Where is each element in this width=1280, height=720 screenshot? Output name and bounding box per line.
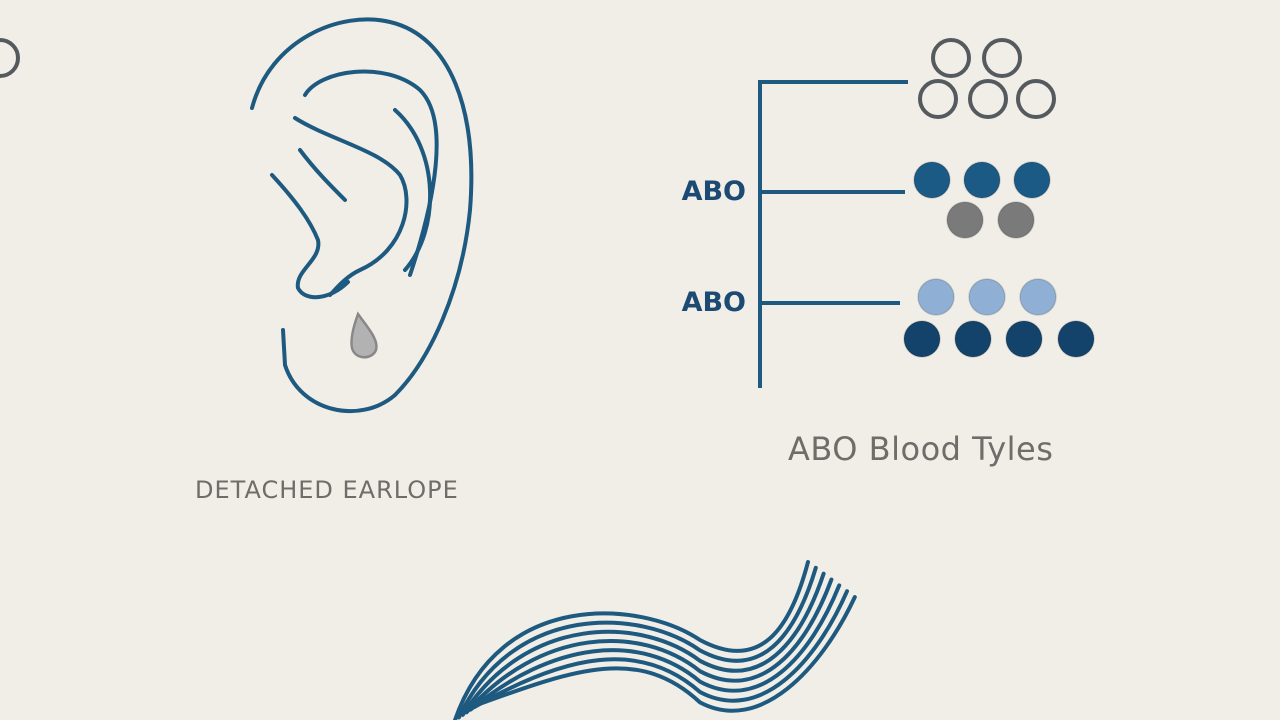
hair-strands-illustration (453, 560, 857, 720)
blood-dot-g3-r2-3 (1005, 320, 1043, 358)
earlobe-drop-icon (350, 311, 378, 359)
blood-dot-g1-r2-2 (968, 79, 1008, 119)
blood-type-dots (0, 38, 1095, 358)
hair-strand-7 (476, 595, 857, 713)
ear-antihelix (303, 69, 439, 277)
blood-dot-g1-r1-1 (931, 38, 971, 78)
hair-strand-2 (456, 565, 818, 720)
abo-label-1: ABO (681, 176, 746, 207)
blood-dot-g3-r2-1 (903, 320, 941, 358)
ear-inner-fold (293, 116, 409, 297)
blood-dot-g3-r1-2 (968, 278, 1006, 316)
blood-dot-g2-r1-3 (1013, 161, 1051, 199)
blood-dot-g1-r1-2 (982, 38, 1022, 78)
blood-dot-g3-r1-3 (1019, 278, 1057, 316)
ear-outer-helix (250, 17, 474, 414)
blood-dot-g1-r2-3 (1016, 79, 1056, 119)
blood-types-caption: ABO Blood Tyles (788, 430, 1054, 468)
ear-caption: DETACHED EARLOPE (195, 476, 459, 504)
blood-dot-g2-r1-2 (963, 161, 1001, 199)
hair-strand-5 (468, 583, 842, 712)
hair-strand-4 (464, 577, 834, 715)
blood-type-tree (758, 80, 908, 388)
blood-dot-g1-r1-3 (0, 38, 20, 78)
blood-dot-g3-r2-2 (954, 320, 992, 358)
hair-strand-3 (460, 571, 826, 717)
blood-dot-g3-r2-4 (1057, 320, 1095, 358)
ear-concha (270, 148, 350, 300)
blood-dot-g3-r1-1 (917, 278, 955, 316)
hair-strand-1 (453, 560, 810, 720)
abo-label-2: ABO (681, 287, 746, 318)
blood-dot-g1-r2-1 (918, 79, 958, 119)
ear-illustration (250, 17, 474, 414)
blood-dot-g2-r1-1 (913, 161, 951, 199)
blood-dot-g2-r2-2 (997, 201, 1035, 239)
ear-canal-curve (393, 108, 432, 272)
hair-strand-6 (472, 589, 849, 709)
blood-dot-g2-r2-1 (946, 201, 984, 239)
